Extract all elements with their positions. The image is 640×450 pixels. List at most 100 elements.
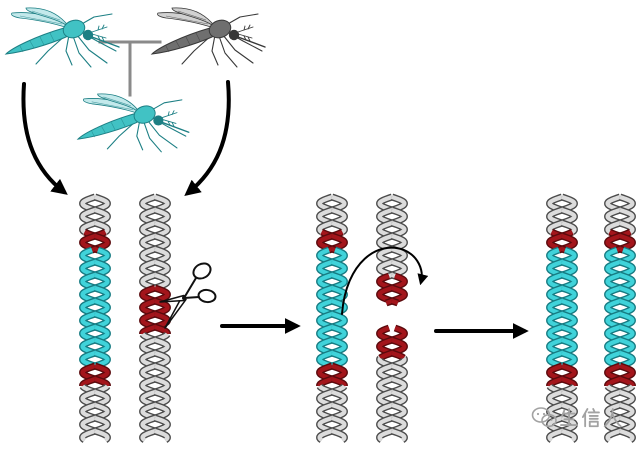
helix-strand [94, 390, 110, 407]
helix-strand [331, 429, 347, 442]
mosquito-leg [147, 119, 178, 149]
helix-strand [154, 325, 170, 336]
watermark-char-1 [560, 408, 579, 427]
helix-strand [605, 416, 621, 433]
helix-strand [94, 234, 110, 251]
helix-strand [391, 429, 407, 442]
helix-strand [80, 312, 96, 329]
mosquito-thorax [62, 19, 86, 39]
helix-strand [154, 221, 170, 238]
helix-strand [605, 351, 621, 368]
helix-strand [547, 390, 563, 407]
helix-strand [154, 286, 170, 303]
helix-strand [317, 208, 333, 225]
helix-strand [140, 429, 156, 442]
helix-strand [391, 247, 407, 264]
helix-strand [317, 364, 333, 381]
helix-strand [94, 429, 110, 442]
helix-strand [80, 234, 96, 251]
helix-strand [619, 248, 635, 264]
helix-strand [561, 208, 577, 225]
helix-strand [391, 416, 407, 433]
helix-strand [140, 299, 156, 316]
helix-strand [80, 195, 96, 212]
helix-strand [547, 325, 563, 342]
mosquito-leg [79, 13, 113, 26]
helix-strand [317, 416, 333, 433]
helix-strand [80, 364, 96, 381]
helix-strand [561, 312, 577, 329]
inheritance-arrow-left [21, 82, 68, 195]
mosquito-abdomen [150, 27, 217, 55]
watermark-lettering [560, 408, 622, 428]
helix-strand [391, 208, 407, 225]
helix-strand [391, 377, 407, 394]
helix-strand [619, 234, 635, 251]
helix-strand [605, 248, 621, 264]
helix-strand [561, 195, 577, 212]
helix-strand [605, 312, 621, 329]
helix-strand [391, 326, 407, 342]
helix-strand [140, 390, 156, 407]
helix-strand [605, 429, 621, 442]
helix-strand [377, 195, 393, 212]
helix-strand [561, 364, 577, 381]
helix-strand [377, 221, 393, 238]
helix-strand [547, 351, 563, 368]
helix-strand [317, 273, 333, 290]
helix-strand [94, 299, 110, 316]
process-arrows [220, 246, 529, 339]
helix-strand [391, 390, 407, 407]
helix-strand [154, 247, 170, 264]
chromosome-stage3-drive-a [546, 193, 578, 443]
helix-strand [331, 312, 347, 329]
mosquito-leg [222, 34, 254, 64]
helix-strand [619, 325, 635, 342]
helix-strand [140, 221, 156, 238]
helix-strand [391, 286, 407, 303]
mosquito-wing-vein [165, 10, 209, 25]
helix-strand [140, 286, 156, 303]
scissors-arm-upper [183, 277, 197, 299]
helix-strand [377, 338, 393, 355]
mosquito-proboscis [237, 36, 266, 48]
inheritance-arrow-right [184, 80, 231, 197]
helix-strand [619, 312, 635, 329]
helix-strand [331, 299, 347, 316]
helix-strand [377, 247, 393, 264]
helix-strand [605, 273, 621, 290]
helix-strand [391, 234, 407, 251]
helix-strand [547, 429, 563, 442]
helix-strand [317, 248, 333, 264]
helix-strand [547, 299, 563, 316]
helix-strand [317, 286, 333, 303]
helix-strand [605, 286, 621, 303]
helix-strand [391, 351, 405, 360]
helix-strand [140, 416, 156, 433]
helix-strand [377, 274, 393, 290]
helix-strand [619, 338, 635, 355]
parent-mosquito-gray [150, 7, 266, 68]
mosquito-leg [65, 34, 73, 66]
helix-strand [317, 312, 333, 329]
helix-strand [331, 364, 347, 381]
helix-strand [94, 286, 110, 303]
helix-strand [317, 338, 333, 355]
helix-strand [317, 429, 333, 442]
helix-strand [80, 377, 96, 388]
helix-strand [140, 195, 156, 212]
mosquito-proboscis [161, 121, 190, 133]
helix-strand [140, 260, 156, 277]
mosquito-abdomen [4, 27, 71, 55]
helix-strand [547, 248, 563, 264]
mosquito-abdomen-segments [19, 32, 55, 53]
watermark [531, 407, 622, 428]
helix-strand [377, 234, 393, 251]
helix-strand [561, 338, 577, 355]
helix-strand [561, 429, 577, 442]
helix-strand [331, 234, 347, 251]
helix-strand [154, 260, 170, 277]
helix-strand [317, 260, 333, 277]
mosquito-leg [76, 34, 108, 64]
helix-strand [154, 377, 170, 394]
